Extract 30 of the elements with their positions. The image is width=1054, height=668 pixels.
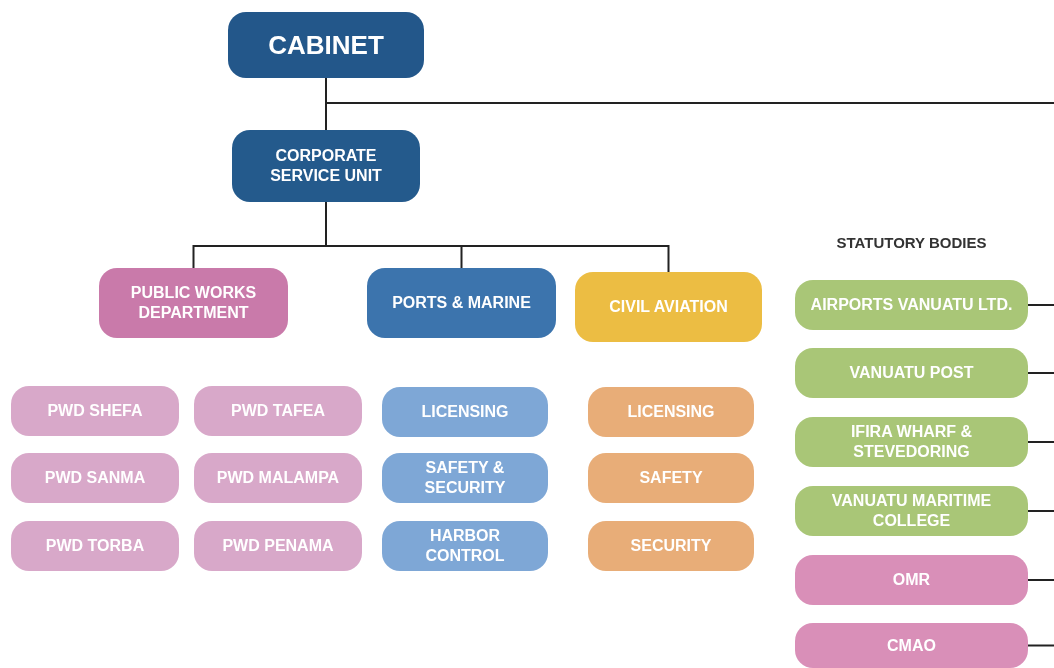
org-unit-box: PWD SANMA — [11, 453, 179, 503]
org-unit-box: PWD SHEFA — [11, 386, 179, 436]
org-unit-box: PWD PENAMA — [194, 521, 362, 571]
connector-line — [1027, 372, 1054, 374]
org-unit-box: SECURITY — [588, 521, 754, 571]
org-unit-box: PORTS & MARINE — [367, 268, 556, 338]
org-unit-box: CMAO — [795, 623, 1028, 668]
org-unit-box: OMR — [795, 555, 1028, 605]
connector-line — [1027, 644, 1054, 647]
org-unit-box: PWD TORBA — [11, 521, 179, 571]
org-unit-box: LICENSING — [588, 387, 754, 437]
org-unit-box: HARBOR CONTROL — [382, 521, 548, 571]
org-unit-box: VANUATU POST — [795, 348, 1028, 398]
connector-line — [1027, 441, 1054, 443]
org-unit-box: VANUATU MARITIME COLLEGE — [795, 486, 1028, 536]
connector-line — [1027, 579, 1054, 581]
org-unit-box: PUBLIC WORKS DEPARTMENT — [99, 268, 288, 338]
org-unit-box: SAFETY — [588, 453, 754, 503]
org-unit-box: SAFETY & SECURITY — [382, 453, 548, 503]
org-unit-box: IFIRA WHARF & STEVEDORING — [795, 417, 1028, 467]
org-unit-box: CABINET — [228, 12, 424, 78]
org-unit-box: LICENSING — [382, 387, 548, 437]
org-unit-box: PWD TAFEA — [194, 386, 362, 436]
org-unit-box: AIRPORTS VANUATU LTD. — [795, 280, 1028, 330]
connector-line — [1027, 510, 1054, 512]
org-unit-box: PWD MALAMPA — [194, 453, 362, 503]
org-unit-box: CIVIL AVIATION — [575, 272, 762, 342]
section-heading: STATUTORY BODIES — [835, 233, 988, 253]
connector-line — [1027, 304, 1054, 306]
org-unit-box: CORPORATE SERVICE UNIT — [232, 130, 420, 202]
